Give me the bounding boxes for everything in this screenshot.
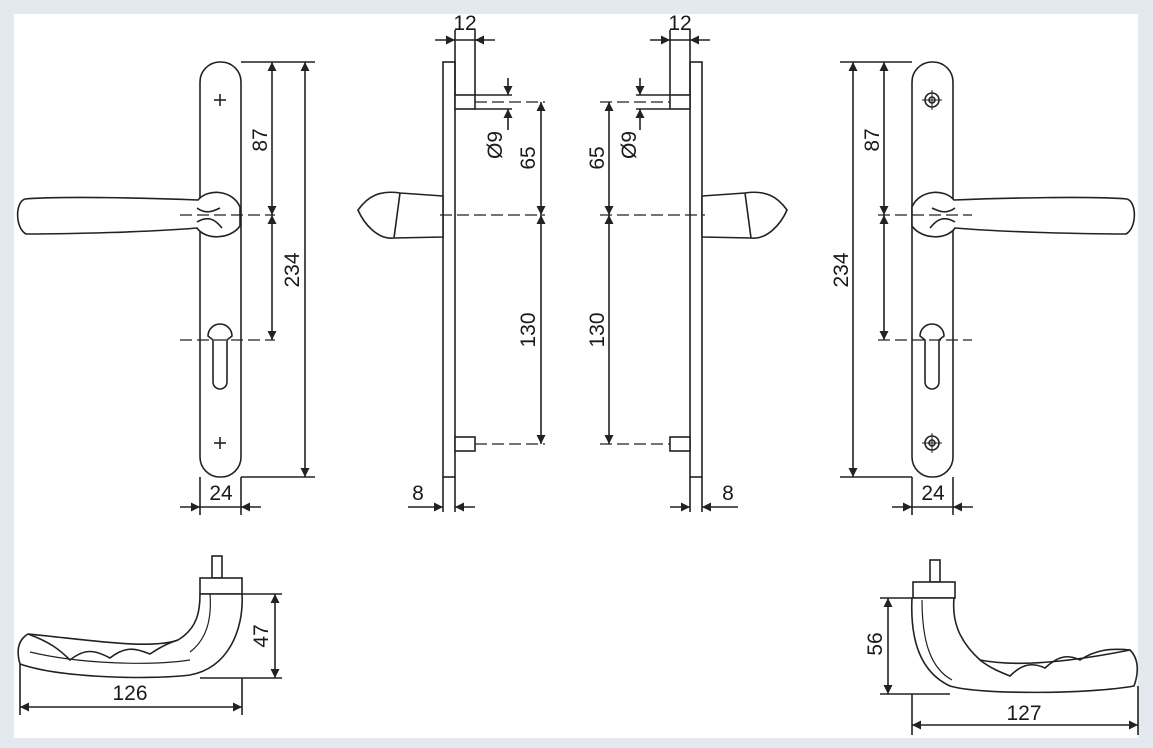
dim-lever-left-47: 47 — [250, 624, 273, 647]
lever-body — [910, 597, 1139, 694]
lever-top-view-right — [880, 559, 1139, 735]
lever-handle — [16, 191, 241, 238]
dim-side-left-dia9: Ø9 — [484, 131, 507, 159]
lever-top-view-left — [17, 555, 282, 715]
screw-head-bottom — [922, 433, 942, 453]
dimension-labels: 87 234 24 12 Ø9 65 130 8 12 Ø9 65 130 8 … — [112, 12, 1041, 725]
dim-side-right-dia9: Ø9 — [618, 131, 641, 159]
dim-side-left-12: 12 — [453, 12, 476, 35]
dim-front-right-87: 87 — [861, 128, 884, 151]
side-view-left — [357, 30, 546, 512]
dim-front-left-234: 234 — [281, 252, 304, 287]
backplate — [911, 61, 954, 478]
dim-lever-right-56: 56 — [864, 632, 887, 655]
dim-front-right-24: 24 — [921, 482, 945, 505]
dim-front-right-234: 234 — [830, 252, 853, 287]
lever-stub — [701, 191, 788, 239]
dim-lever-right-127: 127 — [1006, 702, 1041, 725]
dim-side-left-130: 130 — [517, 312, 540, 347]
dim-side-right-65: 65 — [586, 146, 609, 169]
dim-lever-left-126: 126 — [112, 682, 147, 705]
drawing-sheet — [14, 14, 1138, 738]
dim-side-left-65: 65 — [517, 146, 540, 169]
front-view-right — [840, 61, 1136, 515]
dim-side-left-8: 8 — [412, 482, 424, 505]
backplate — [199, 61, 242, 478]
screw-cross-top — [214, 94, 226, 106]
dim-side-right-12: 12 — [668, 12, 691, 35]
plate-profile — [442, 61, 456, 478]
screw-head-top — [922, 90, 942, 110]
lever-handle — [911, 191, 1136, 238]
dim-side-right-130: 130 — [586, 312, 609, 347]
dim-front-left-24: 24 — [209, 482, 233, 505]
plate-profile — [689, 61, 703, 478]
dim-front-left-87: 87 — [249, 128, 272, 151]
lever-stub — [357, 191, 444, 239]
front-view-left — [16, 61, 315, 515]
dim-side-right-8: 8 — [722, 482, 734, 505]
screw-cross-bottom — [214, 437, 226, 449]
side-view-right — [600, 30, 788, 512]
